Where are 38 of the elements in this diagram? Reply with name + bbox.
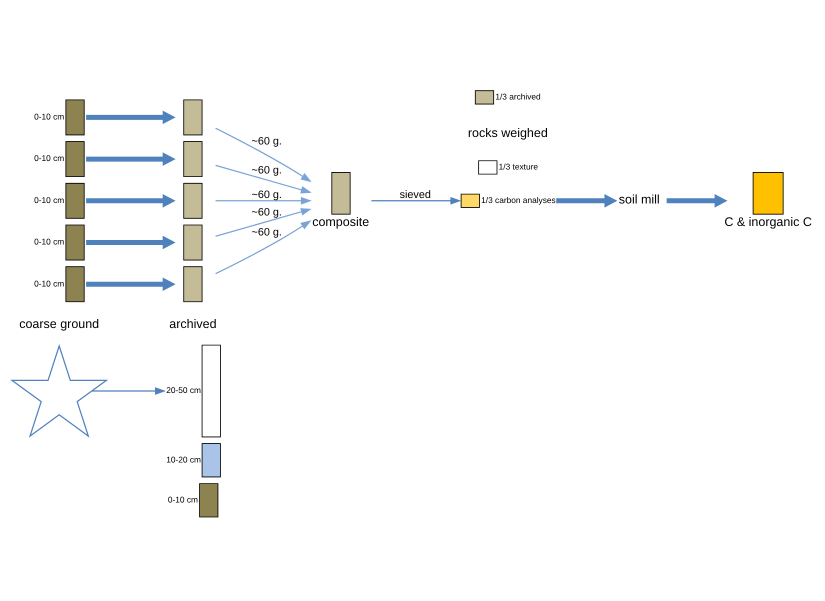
edge-label: sieved — [400, 188, 431, 201]
arrow — [86, 194, 176, 208]
node-label: 0-10 cm — [34, 153, 64, 164]
edge-label: ~60 g. — [252, 164, 282, 177]
node-label: 1/3 texture — [498, 162, 538, 172]
arrow — [215, 128, 312, 182]
node-label: 0-10 cm — [34, 194, 64, 205]
edge-label: ~60 g. — [252, 135, 282, 148]
arrow — [86, 110, 176, 124]
arrow — [666, 194, 728, 208]
label: coarse ground — [19, 317, 100, 332]
node-label: 0-10 cm — [34, 236, 64, 247]
arrow — [215, 220, 312, 274]
node-label: C & inorganic C — [724, 214, 812, 229]
edge-label: ~60 g. — [252, 188, 282, 201]
node-label: 0-10 cm — [34, 278, 64, 288]
arrow — [92, 387, 166, 395]
node-label: 20-50 cm — [166, 385, 201, 396]
node-label: 0-10 cm — [34, 111, 64, 122]
arrow — [371, 197, 462, 205]
arrow — [86, 277, 176, 291]
arrow — [86, 236, 176, 250]
arrow — [216, 197, 312, 205]
label: rocks weighed — [468, 126, 548, 140]
node-label: 10-20 cm — [166, 454, 201, 464]
arrow — [556, 194, 618, 208]
node-star — [10, 344, 108, 438]
edge-label: ~60 g. — [252, 226, 282, 238]
arrow — [215, 208, 312, 237]
node-label: composite — [312, 214, 370, 229]
node-text: soil mill — [618, 192, 660, 207]
label: archived — [169, 317, 217, 332]
edge-label: ~60 g. — [252, 206, 282, 218]
node-label: 1/3 archived — [495, 91, 541, 102]
node-label: 0-10 cm — [168, 494, 198, 504]
arrow — [86, 152, 176, 166]
arrow — [215, 164, 312, 194]
node-label: 1/3 carbon analyses — [481, 194, 556, 205]
